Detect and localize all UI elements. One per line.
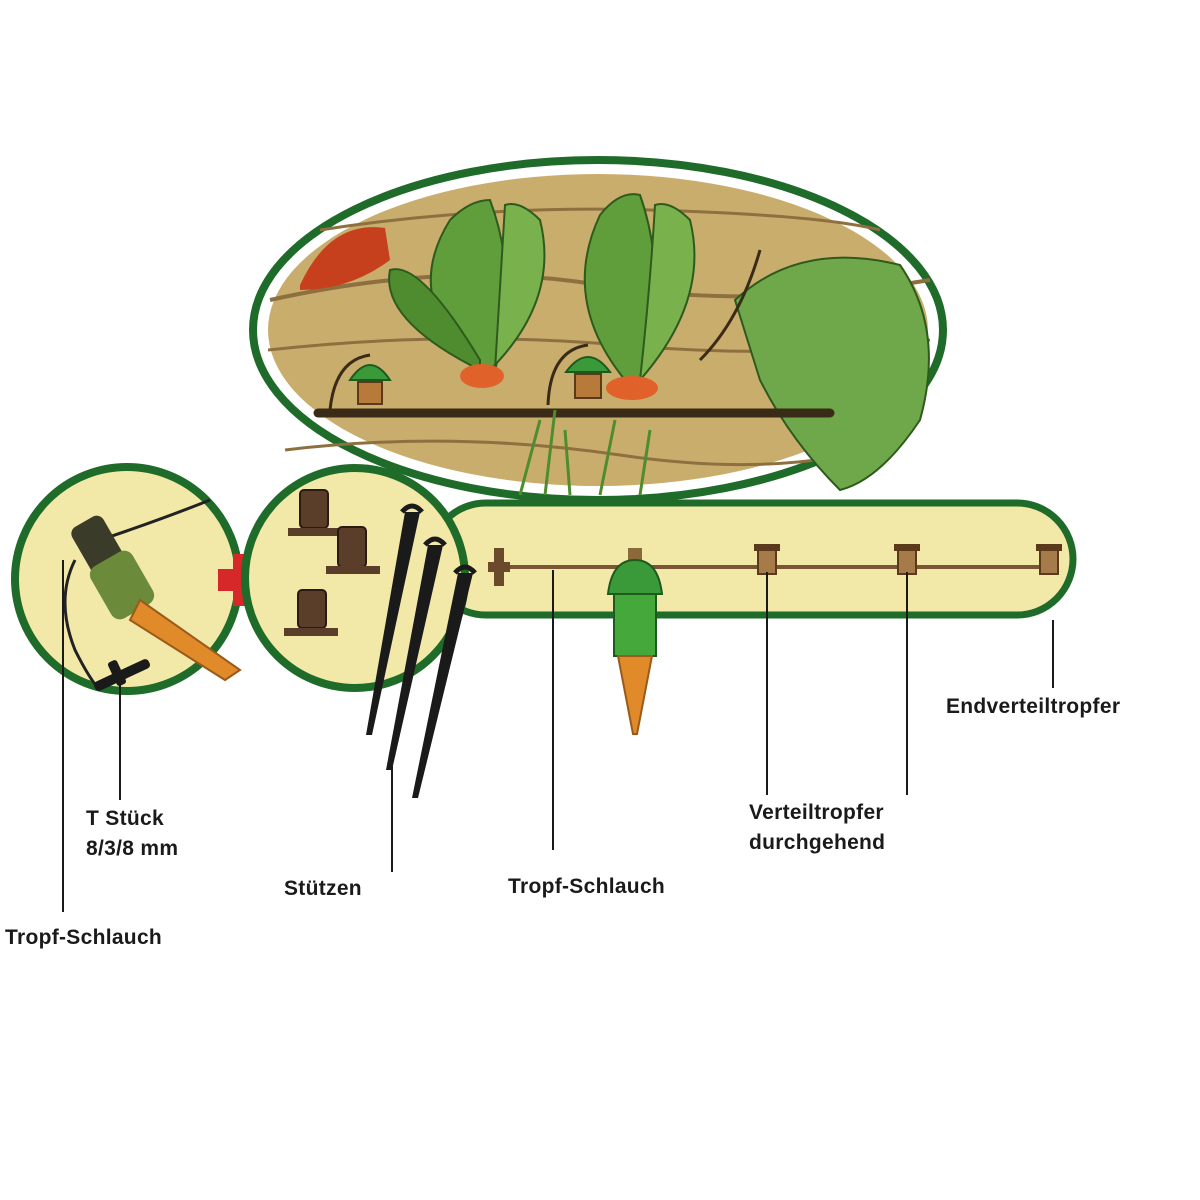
plant-icon (388, 198, 546, 388)
t-piece-circle (11, 463, 243, 695)
label-t-stueck-line2: 8/3/8 mm (86, 837, 179, 860)
label-t-stueck-line1: T Stück (86, 807, 164, 830)
dripper-icon (71, 515, 242, 682)
label-tropf-schlauch-left: Tropf-Schlauch (5, 926, 163, 949)
label-t-stueck: T Stück 8/3/8 mm (86, 804, 178, 864)
dripper-icon (564, 356, 612, 399)
stake-icon (412, 564, 477, 798)
distributor-icon (326, 526, 380, 574)
end-dripper-icon (1036, 544, 1062, 575)
label-verteiltropfer-line1: Verteiltropfer (749, 801, 884, 824)
garden-scene (249, 156, 947, 504)
label-endverteiltropfer: Endverteiltropfer (946, 695, 1121, 718)
plant-icon (583, 193, 696, 400)
leader-lines (62, 560, 1054, 912)
dripper-icon (606, 548, 664, 735)
distributor-icon (284, 589, 338, 636)
label-verteiltropfer: Verteiltropfer durchgehend (749, 798, 885, 858)
label-verteiltropfer-line2: durchgehend (749, 831, 886, 854)
stake-icon (366, 503, 424, 735)
label-stuetzen: Stützen (284, 877, 362, 900)
distributor-icon (288, 489, 340, 536)
t-piece-icon (488, 548, 510, 586)
label-tropf-schlauch-center: Tropf-Schlauch (508, 875, 666, 898)
distributor-icon (894, 544, 920, 575)
distributor-icon (754, 544, 780, 575)
dripper-icon (348, 364, 392, 405)
t-piece-icon (94, 659, 150, 691)
stake-icon (386, 536, 447, 770)
